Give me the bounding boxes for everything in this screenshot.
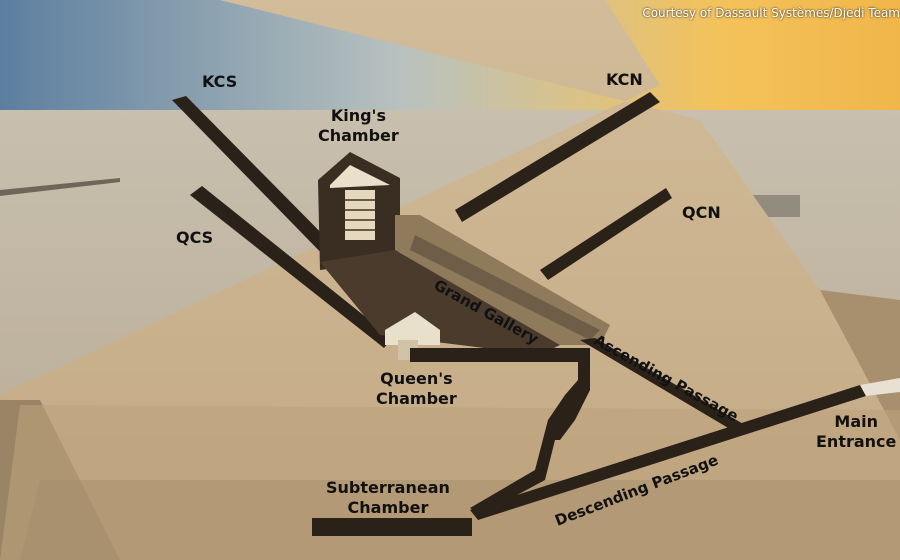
label-subterranean-chamber: Subterranean Chamber	[326, 478, 450, 518]
queens-chamber-block	[385, 312, 440, 345]
label-kings-chamber: King's Chamber	[318, 106, 399, 146]
label-kings-line2: Chamber	[318, 126, 399, 145]
label-subterranean-line2: Chamber	[347, 498, 429, 517]
descending-passage	[470, 385, 866, 520]
main-entrance-opening	[860, 378, 900, 396]
credit-line: Courtesy of Dassault Systèmes/Djedi Team	[642, 6, 900, 20]
label-queens-chamber: Queen's Chamber	[376, 369, 457, 409]
pyramid-right-edge	[820, 290, 900, 440]
relieving-chamber-top	[330, 165, 390, 188]
kcn-shaft	[455, 92, 660, 222]
label-main-entrance-line2: Entrance	[816, 432, 897, 451]
relieving-chambers	[345, 190, 375, 240]
label-kings-line1: King's	[330, 106, 386, 125]
label-queens-line1: Queen's	[380, 369, 453, 388]
label-main-entrance-line1: Main	[834, 412, 878, 431]
grand-gallery-inner	[410, 235, 600, 340]
label-kcn: KCN	[606, 70, 643, 89]
label-qcs: QCS	[176, 228, 214, 247]
label-main-entrance: Main Entrance	[816, 412, 896, 452]
lower-core-section	[320, 250, 560, 355]
ascending-passage	[580, 338, 745, 432]
label-kcs: KCS	[202, 72, 238, 91]
subterranean-chamber	[312, 518, 472, 536]
qcn-shaft	[540, 188, 672, 280]
label-qcn: QCN	[682, 203, 721, 222]
qcs-shaft	[190, 186, 392, 348]
kcs-shaft	[172, 96, 346, 266]
pyramid-base-section	[0, 405, 900, 560]
horizontal-passage	[410, 348, 590, 362]
horizon-detail	[0, 178, 120, 196]
label-subterranean-line1: Subterranean	[326, 478, 450, 497]
label-queens-line2: Chamber	[376, 389, 457, 408]
